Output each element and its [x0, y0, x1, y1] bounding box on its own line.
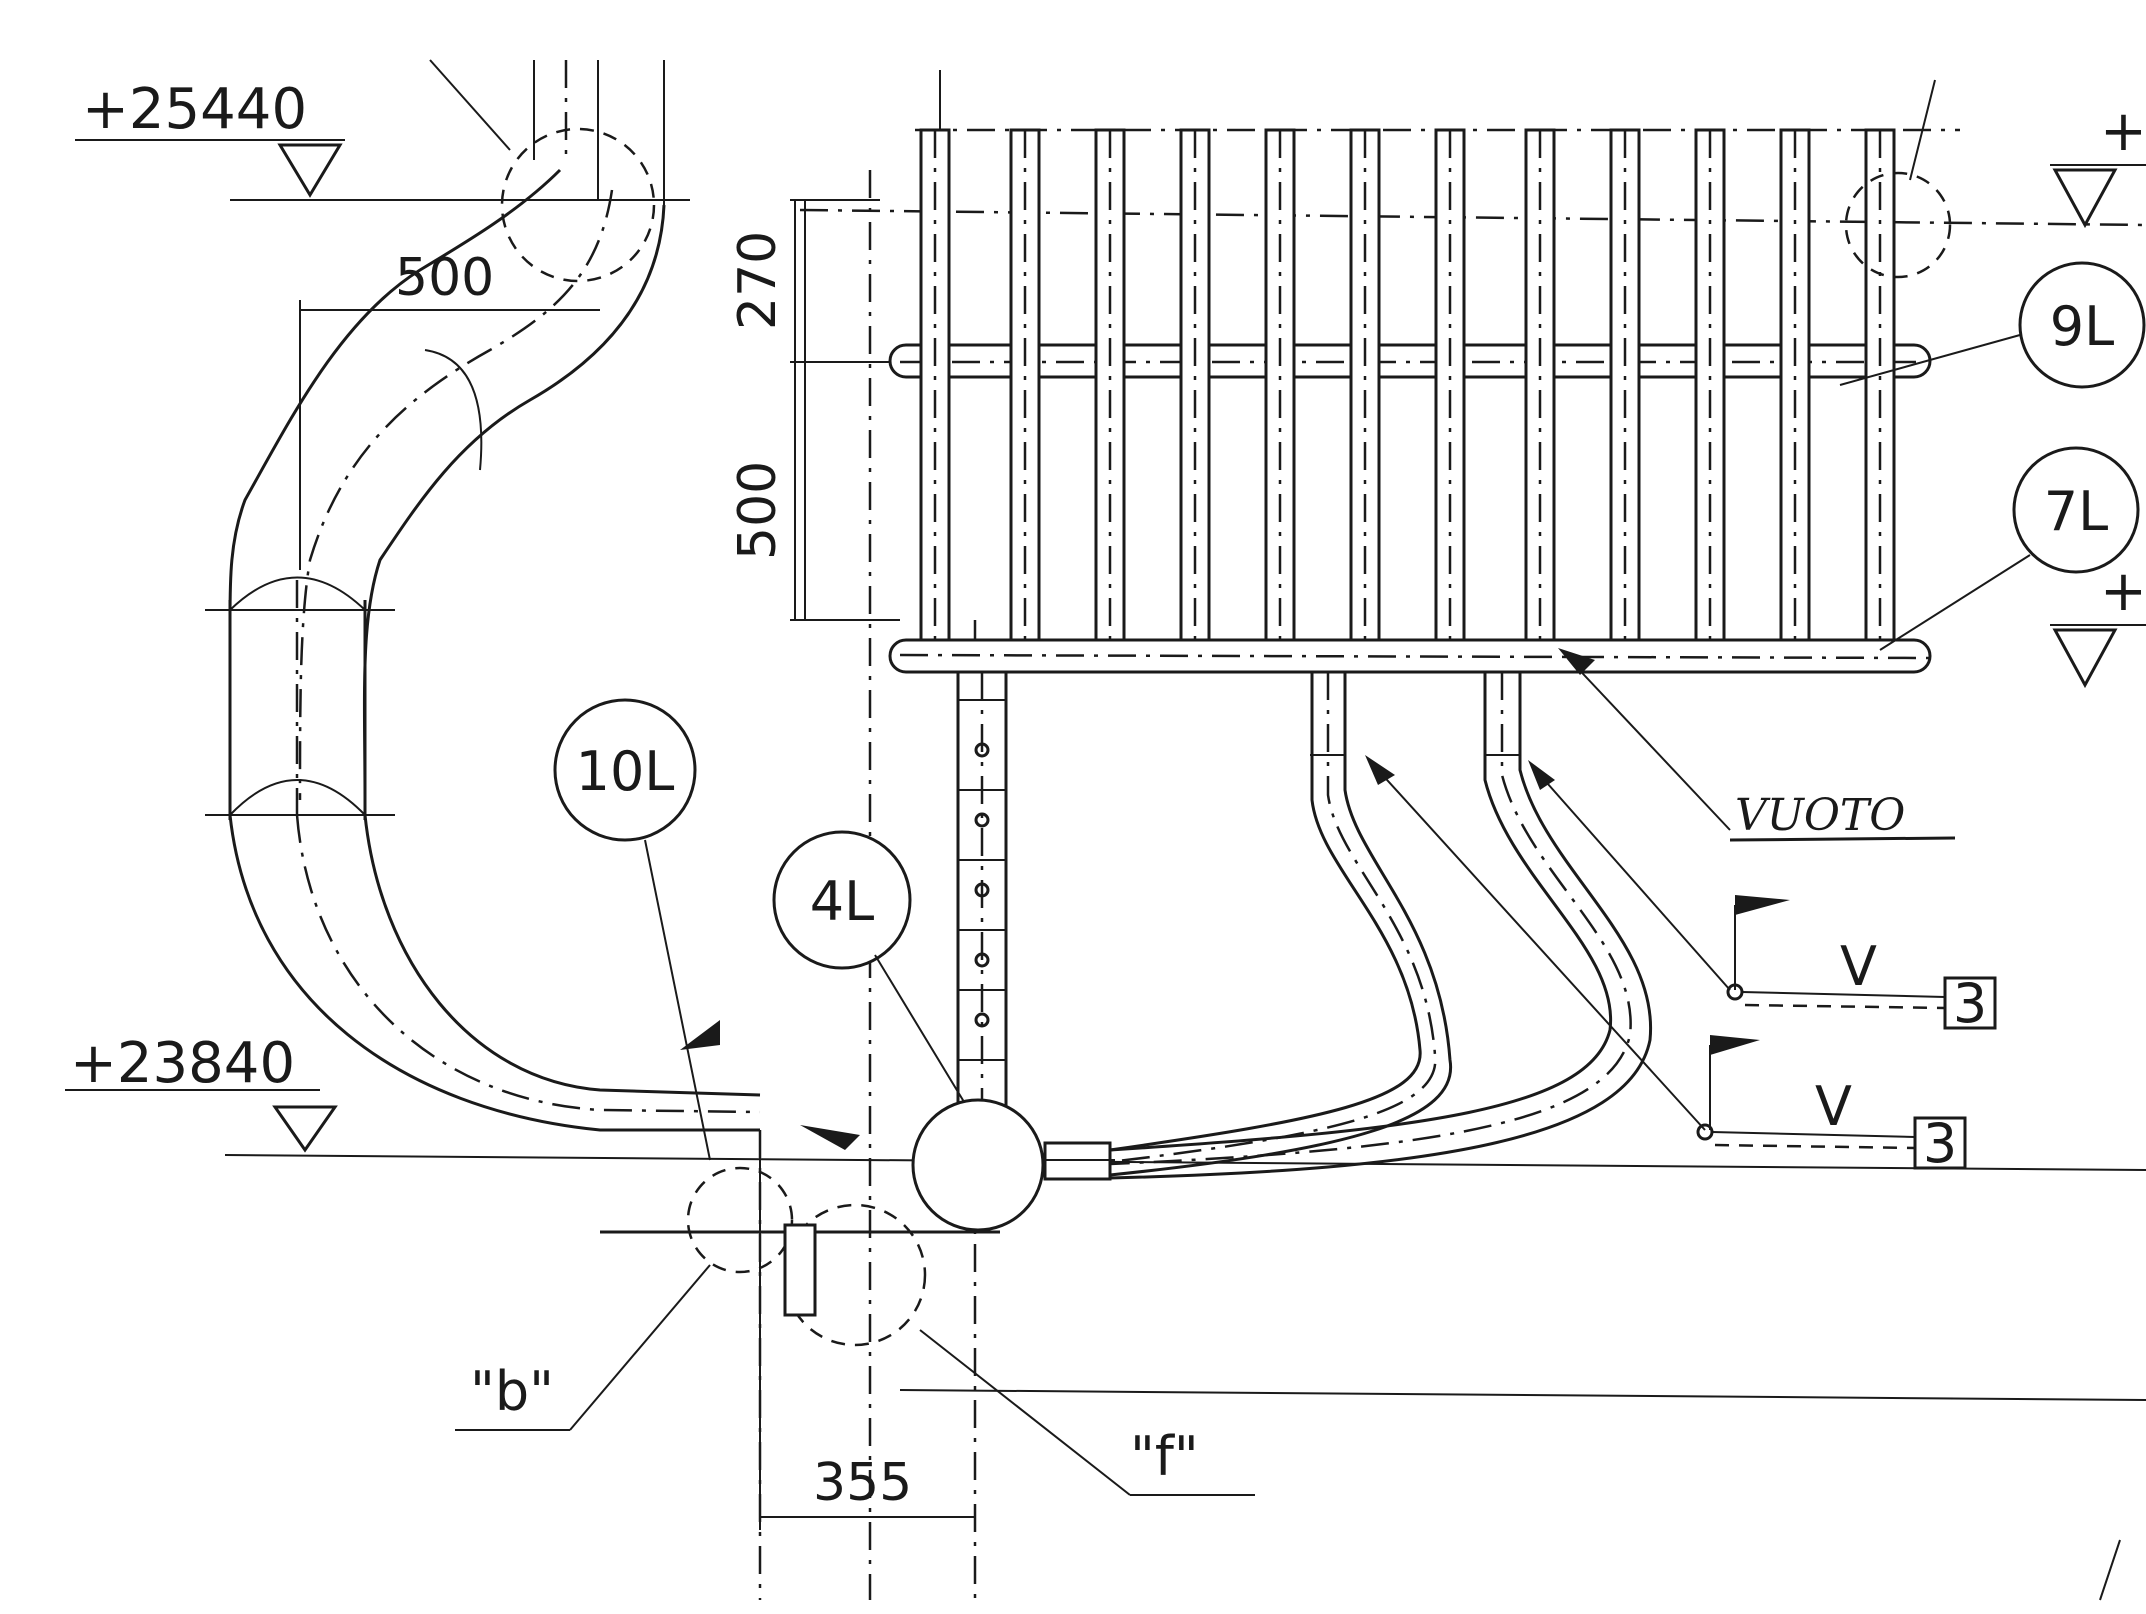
detail-b: "b" [455, 1166, 794, 1431]
callout-9L-label: 9L [2050, 295, 2114, 358]
weld-symbol-2: V 3 [1696, 1035, 1967, 1175]
note-leader [1569, 659, 1731, 831]
note-vuoto: VUOTO [1558, 648, 1956, 842]
elevation-marker-right: +2 +2 [1844, 79, 2146, 1601]
note-vuoto-text: VUOTO [1735, 790, 1905, 841]
dim-270-label: 270 [728, 231, 788, 330]
bent-pipe-left [205, 59, 1000, 1234]
elevation-bottom-label: +23840 [70, 1031, 295, 1096]
elbow-top-circle [500, 127, 656, 283]
dimension-500-pipe: 500 [299, 248, 600, 570]
arrowhead-icon [1558, 648, 1595, 675]
callout-10L-label: 10L [576, 740, 675, 803]
weld-symbol-1: V 3 [1726, 895, 1997, 1035]
junction-circle [911, 1098, 1045, 1232]
elevation-right-mid-label: +2 [2100, 559, 2146, 624]
dim-355-label: 355 [813, 1453, 912, 1513]
arrowhead-icon [1365, 755, 1395, 785]
callout-4L: 4L [772, 830, 976, 1121]
elevation-marker-top: +25440 [75, 77, 690, 201]
detail-f-label: "f" [1130, 1425, 1199, 1488]
tube-bundle [790, 128, 2146, 1181]
callout-7L: 7L [1879, 446, 2140, 651]
leader-line [1539, 774, 1731, 991]
weld-1-letter: V [1840, 935, 1877, 998]
elevation-right-top-label: +2 [2100, 99, 2146, 164]
weld-2-ref: 3 [1923, 1112, 1957, 1175]
dimension-vertical: 270 500 [728, 200, 796, 620]
elevation-marker-bottom: +23840 [65, 1031, 2146, 1171]
callout-10L: 10L [553, 698, 711, 1161]
weld-flag-icon [680, 1020, 720, 1050]
dim-500-vertical-label: 500 [728, 461, 788, 560]
detail-b-label: "b" [470, 1360, 554, 1423]
callout-9L: 9L [1839, 261, 2146, 389]
weld-1-ref: 3 [1953, 972, 1987, 1035]
weld-flag-icon [800, 1125, 860, 1150]
weld-2-letter: V [1815, 1075, 1852, 1138]
leader-line [1377, 769, 1706, 1131]
dimension-355: 355 [759, 1130, 975, 1530]
callout-7L-label: 7L [2044, 480, 2108, 543]
callout-4L-label: 4L [810, 870, 874, 933]
arrowhead-icon [1528, 760, 1555, 790]
detail-f: "f" [783, 1203, 1255, 1496]
dim-500-pipe-label: 500 [395, 248, 494, 308]
elevation-top-label: +25440 [82, 77, 307, 142]
